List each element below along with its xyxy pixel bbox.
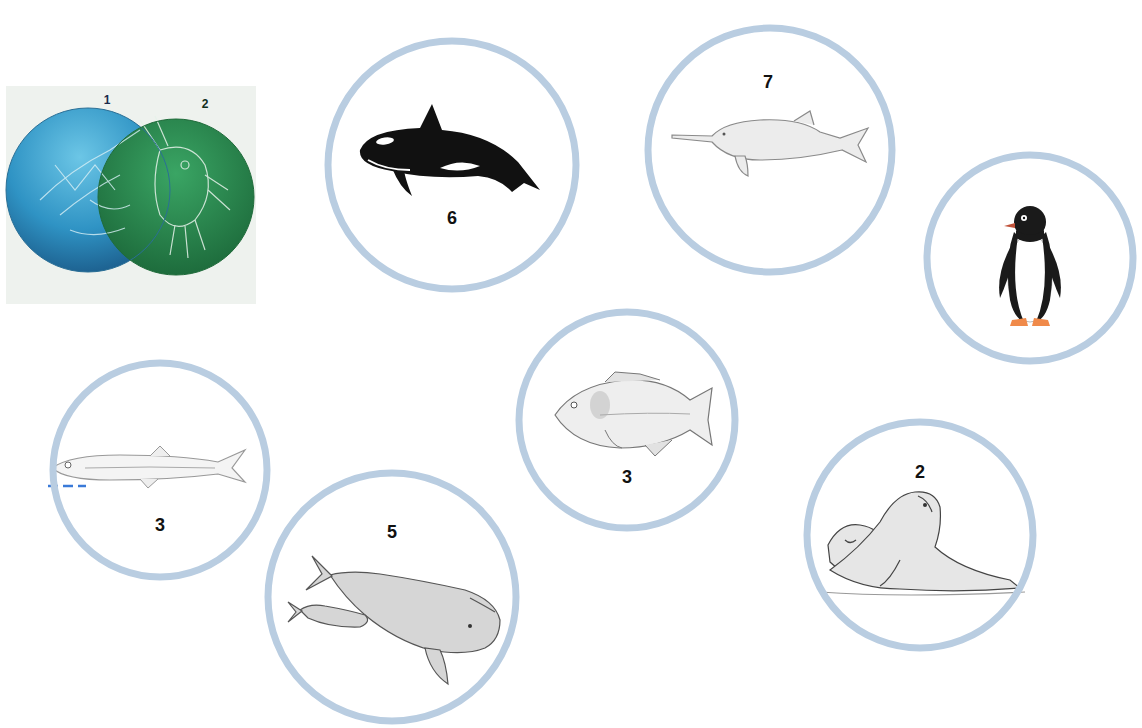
- callout-number: 2: [202, 98, 209, 110]
- callout-number: 2: [915, 463, 925, 481]
- penguin-picture: [999, 206, 1061, 326]
- species-circle: 6: [323, 36, 581, 294]
- circle-outline: [263, 468, 521, 726]
- species-ring: [927, 155, 1133, 361]
- species-circle: 7: [643, 23, 897, 277]
- orca-picture: [360, 104, 540, 196]
- whale-picture: [288, 556, 500, 684]
- callout-number: 7: [763, 73, 773, 91]
- species-circle: 5: [263, 468, 521, 726]
- phytoplankton-sketch: [40, 130, 140, 235]
- species-circle: 3: [48, 358, 272, 582]
- species-circle: 2: [802, 417, 1038, 653]
- seal-picture: [820, 492, 1025, 595]
- circle-outline: [96, 117, 256, 277]
- callout-number: 3: [155, 516, 165, 534]
- anchovy-picture: [48, 446, 245, 488]
- circle-outline: [514, 307, 740, 533]
- circle-ring: [98, 119, 254, 275]
- circle-ring: [6, 108, 170, 272]
- copepod-sketch: [140, 116, 230, 258]
- circle-outline: [802, 417, 1038, 653]
- callout-number: 1: [104, 94, 111, 106]
- callout-number: 6: [447, 209, 457, 227]
- circle-outline: [643, 23, 897, 277]
- species-circle: 2: [96, 117, 256, 277]
- dolphin-picture: [672, 111, 868, 176]
- circle-ring: [807, 422, 1033, 648]
- circle-ring: [53, 363, 267, 577]
- callout-number: 3: [622, 468, 632, 486]
- circle-outline: [48, 358, 272, 582]
- callout-number: 5: [387, 523, 397, 541]
- circle-ring: [648, 28, 892, 272]
- species-circle: 3: [514, 307, 740, 533]
- circle-outline: [4, 106, 172, 274]
- picture-ground: [6, 86, 256, 304]
- circle-ring: [268, 473, 516, 721]
- circle-outline: [323, 36, 581, 294]
- plankton-picture: [6, 86, 256, 304]
- species-circle: 1: [4, 106, 172, 274]
- croaker-picture: [555, 372, 712, 456]
- circle-ring: [519, 312, 735, 528]
- circle-ring: [328, 41, 576, 289]
